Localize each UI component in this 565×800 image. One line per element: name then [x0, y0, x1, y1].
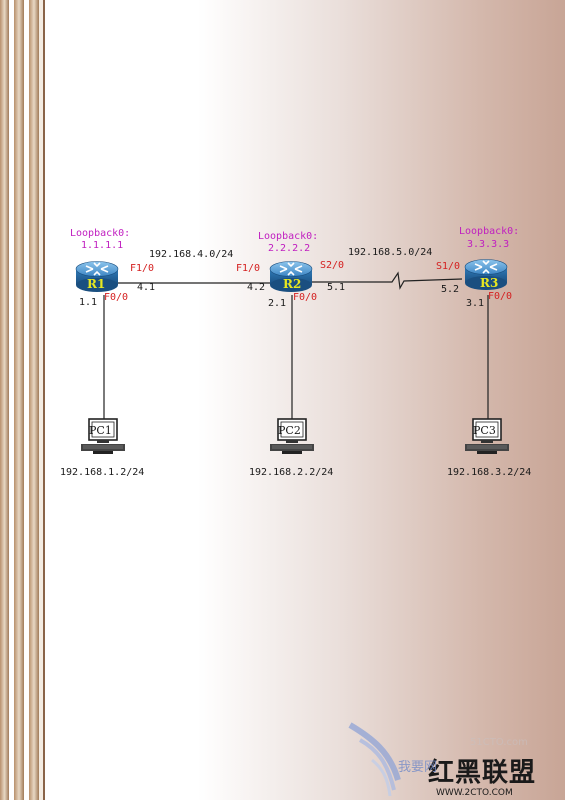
r2-f0-0-iface: F0/0 [293, 292, 318, 303]
pc3-ip: 192.168.3.2/24 [447, 467, 532, 478]
left-frame-decoration [0, 0, 45, 800]
network-r1-r2: 192.168.4.0/24 [149, 249, 234, 260]
link-r2-r3-serial [312, 271, 463, 290]
r1-name: R1 [87, 277, 106, 291]
r1-f0-0-ip: 1.1 [79, 297, 98, 308]
r2-f1-0-iface: F1/0 [236, 263, 261, 274]
network-links [103, 271, 489, 424]
r3-loopback-label: Loopback0: [459, 226, 520, 237]
r3-loopback-ip: 3.3.3.3 [467, 239, 510, 250]
watermark-brand: 红黑联盟 [428, 758, 537, 788]
r2-name: R2 [283, 277, 302, 291]
r1-loopback-ip: 1.1.1.1 [81, 240, 124, 251]
pc1-ip: 192.168.1.2/24 [60, 467, 145, 478]
r2-s2-0-iface: S2/0 [320, 260, 345, 271]
pc2-name: PC2 [278, 424, 301, 437]
pc2-ip: 192.168.2.2/24 [249, 467, 334, 478]
r2-f1-0-ip: 4.2 [247, 282, 266, 293]
watermark-logo-icon [348, 722, 401, 797]
watermark-faint-text: 51CTO.com [470, 737, 528, 748]
r2-s2-0-ip: 5.1 [327, 282, 346, 293]
network-r2-r3: 192.168.5.0/24 [348, 247, 433, 258]
r3-s1-0-ip: 5.2 [441, 284, 460, 295]
r2-loopback-ip: 2.2.2.2 [268, 243, 311, 254]
r3-name: R3 [480, 276, 499, 290]
pc1-name: PC1 [89, 424, 112, 437]
r3-s1-0-iface: S1/0 [436, 261, 461, 272]
r1-f0-0-iface: F0/0 [104, 292, 129, 303]
r1-loopback-label: Loopback0: [70, 228, 131, 239]
r1-f1-0-ip: 4.1 [137, 282, 156, 293]
r2-f0-0-ip: 2.1 [268, 298, 287, 309]
r2-loopback-label: Loopback0: [258, 231, 319, 242]
watermark-slogan: 我要网 [398, 760, 438, 775]
watermark-url: WWW.2CTO.COM [436, 788, 513, 798]
pc3-name: PC3 [473, 424, 496, 437]
r1-f1-0-iface: F1/0 [130, 263, 155, 274]
r3-f0-0-ip: 3.1 [466, 298, 485, 309]
r3-f0-0-iface: F0/0 [488, 291, 513, 302]
